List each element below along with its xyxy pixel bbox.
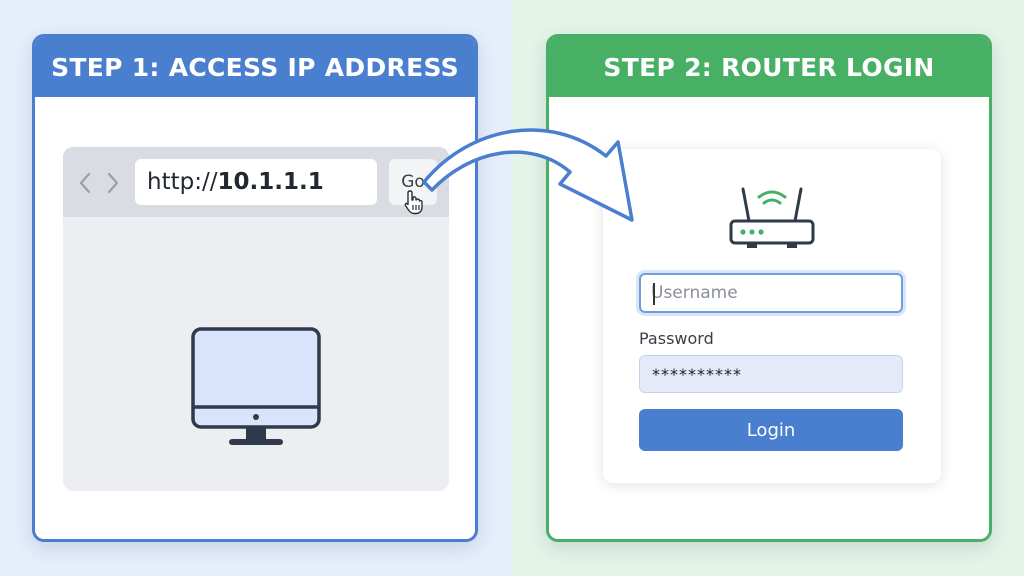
password-label: Password <box>639 329 714 348</box>
wifi-router-icon <box>729 187 815 248</box>
hand-cursor-icon <box>404 190 423 215</box>
login-button[interactable]: Login <box>639 409 903 451</box>
step2-card: STEP 2: ROUTER LOGIN Password **********… <box>546 34 992 542</box>
username-input[interactable] <box>639 273 903 313</box>
step1-title: STEP 1: ACCESS IP ADDRESS <box>35 37 475 97</box>
flow-arrow-icon <box>422 128 634 222</box>
step2-title: STEP 2: ROUTER LOGIN <box>549 37 989 97</box>
step1-card: STEP 1: ACCESS IP ADDRESS http://10.1.1.… <box>32 34 478 542</box>
monitor-icon <box>191 327 321 445</box>
password-field[interactable]: ********** <box>639 355 903 393</box>
navigation-arrows <box>79 172 119 194</box>
url-address-field[interactable]: http://10.1.1.1 <box>135 159 377 205</box>
url-ip: 10.1.1.1 <box>217 169 324 195</box>
browser-window: http://10.1.1.1 Go <box>63 147 449 491</box>
forward-arrow-icon[interactable] <box>107 172 119 194</box>
login-panel: Password ********** Login <box>603 149 941 483</box>
browser-toolbar: http://10.1.1.1 Go <box>63 147 449 217</box>
url-prefix: http:// <box>147 169 218 195</box>
text-caret <box>653 283 655 305</box>
back-arrow-icon[interactable] <box>79 172 91 194</box>
